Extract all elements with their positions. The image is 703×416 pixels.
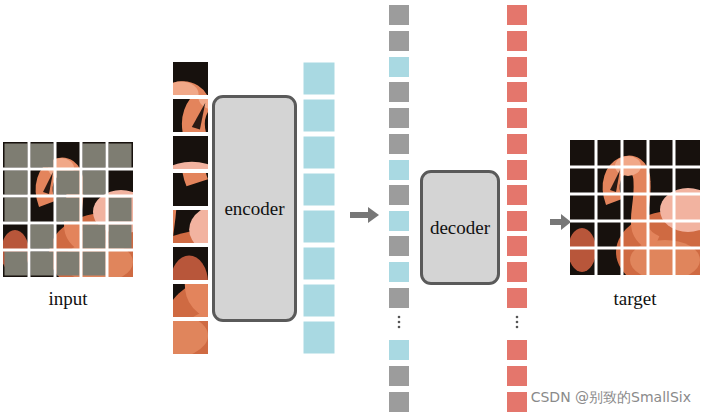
- visible-patches: [30, 62, 402, 377]
- input-image: [1, 142, 173, 296]
- image-caption: input: [48, 288, 87, 310]
- image-caption: target: [614, 288, 657, 310]
- process-box: decoder: [420, 170, 500, 285]
- watermark: CSDN @别致的SmallSix: [531, 389, 691, 407]
- flow-arrow: [550, 214, 571, 230]
- process-box: encoder: [212, 95, 297, 322]
- box-label: encoder: [224, 198, 284, 220]
- decoded-token-sequence: [507, 5, 527, 412]
- box-label: decoder: [430, 217, 490, 239]
- target-image: [568, 140, 703, 294]
- full-token-sequence: [389, 5, 409, 412]
- flow-arrow: [350, 207, 379, 223]
- encoded-tokens: [303, 62, 335, 354]
